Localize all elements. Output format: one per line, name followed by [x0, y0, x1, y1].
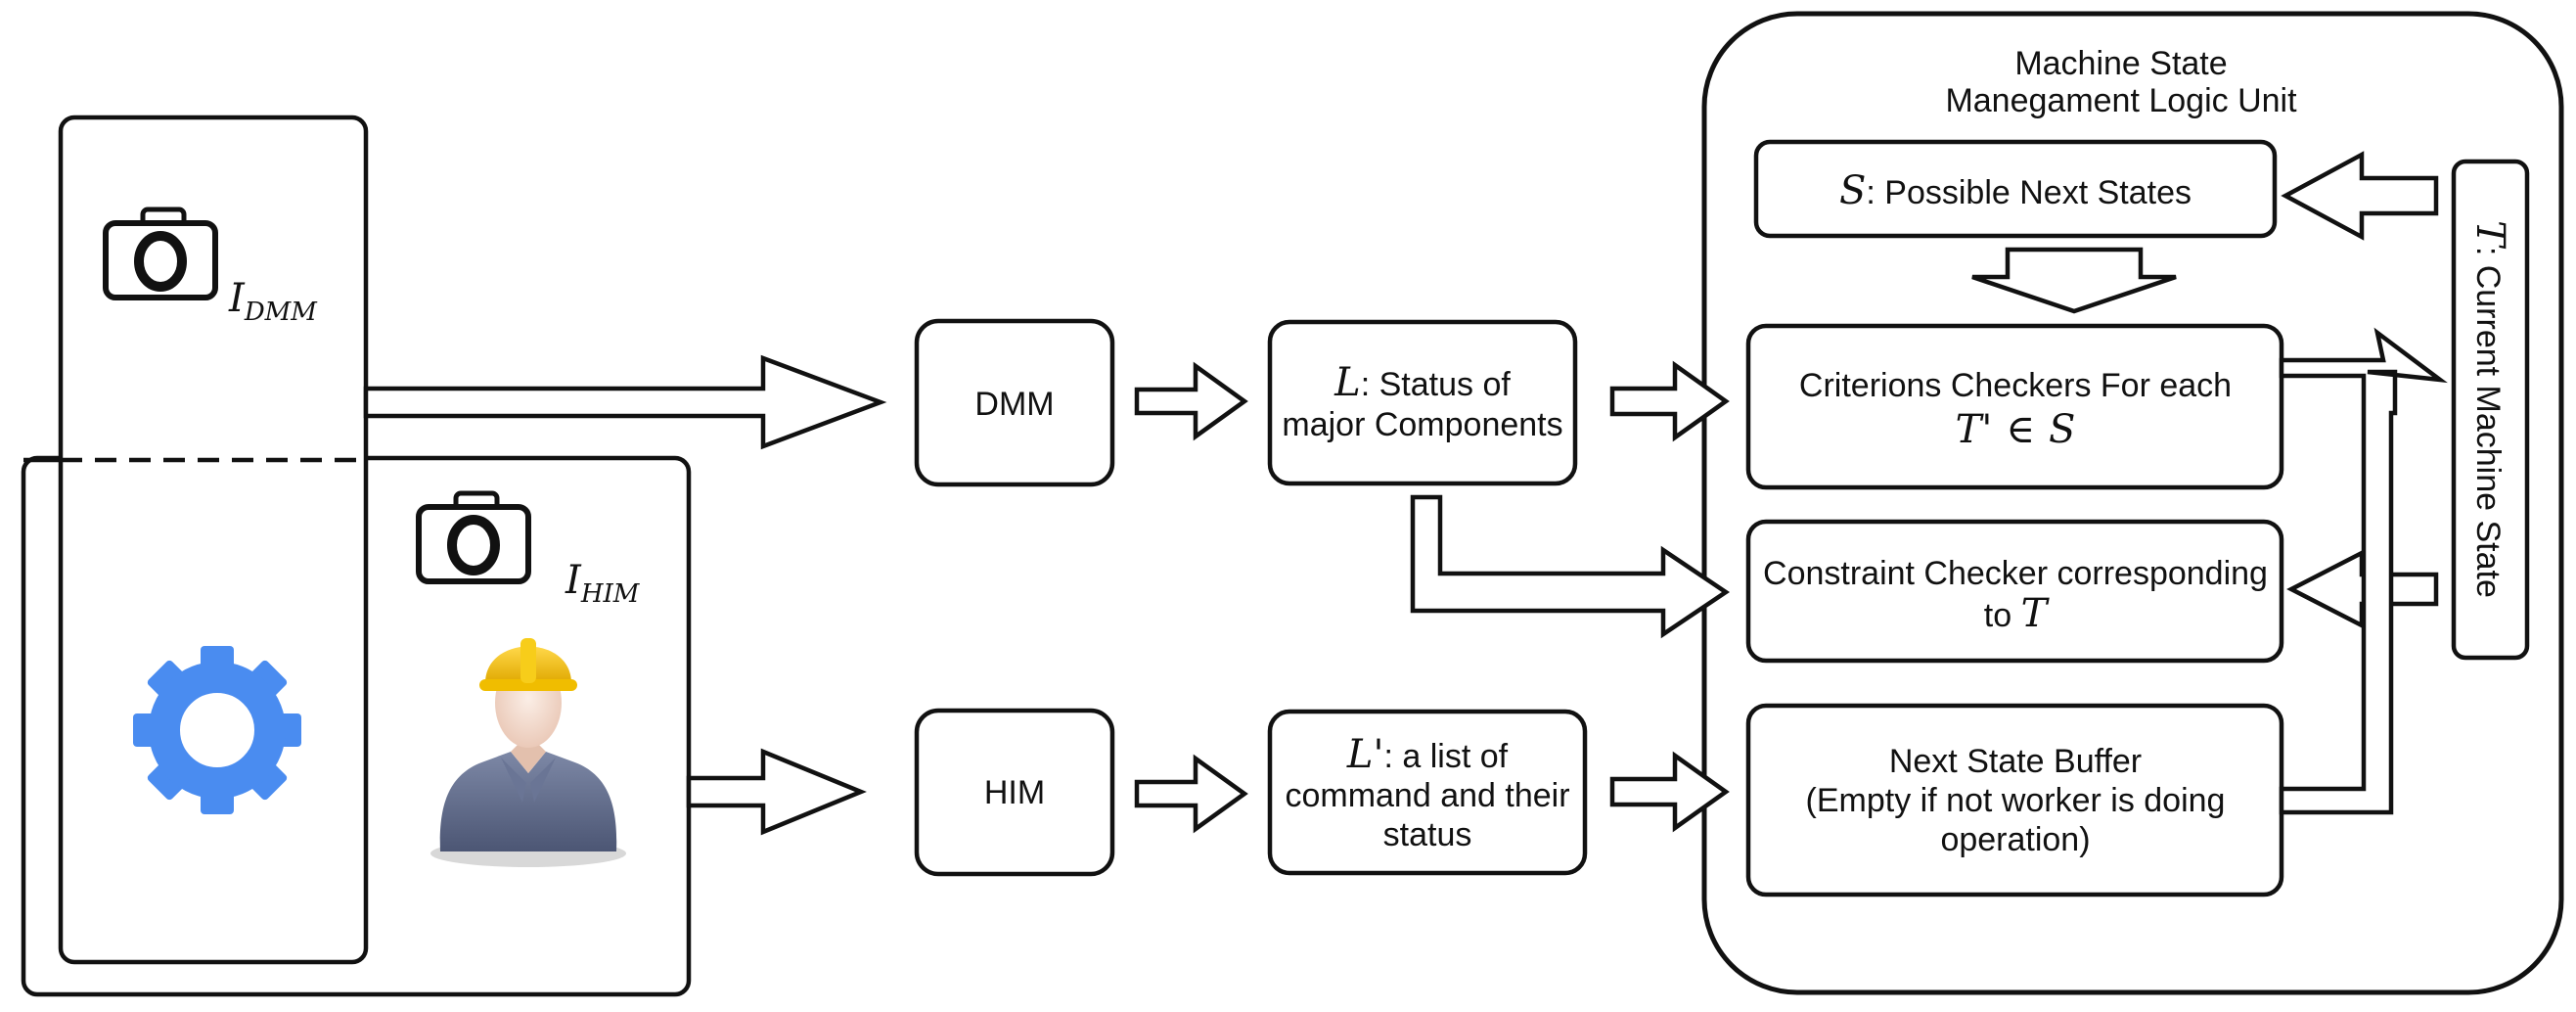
svg-text:command and their: command and their	[1285, 777, 1569, 814]
svg-text:(Empty if not worker is doing: (Empty if not worker is doing	[1806, 782, 2226, 819]
dmm-module-label: DMM	[974, 386, 1054, 423]
next-state-buffer-box: Next State Buffer (Empty if not worker i…	[1745, 703, 2284, 897]
svg-text:S: Possible Next States: S: Possible Next States	[1839, 168, 2192, 213]
him-image-label: IHIM	[565, 558, 641, 609]
svg-text:Constraint Checker correspondi: Constraint Checker corresponding	[1763, 555, 2268, 592]
him-module-label: HIM	[984, 774, 1045, 811]
him-module: HIM	[914, 708, 1115, 877]
svg-text:major Components: major Components	[1282, 406, 1562, 443]
worker-icon	[430, 638, 626, 867]
svg-text:Criterions Checkers For each: Criterions Checkers For each	[1799, 367, 2232, 404]
logic-unit-title-line2: Manegament Logic Unit	[1945, 82, 2297, 119]
arrow-status-to-criterion	[1609, 360, 1730, 442]
camera-icon	[103, 207, 218, 300]
svg-text:status: status	[1383, 816, 1472, 853]
arrow-him-to-commands	[1134, 754, 1248, 834]
constraint-checker-box: Constraint Checker corresponding to T	[1745, 519, 2284, 664]
svg-text:T'∈S: T'∈S	[1956, 407, 2076, 452]
camera-icon	[416, 490, 531, 584]
svg-text:operation): operation)	[1940, 821, 2090, 858]
dmm-image-label: IDMM	[228, 276, 318, 327]
svg-text:L: Status of: L: Status of	[1333, 360, 1511, 405]
possible-next-states-box: S: Possible Next States	[1753, 139, 2278, 239]
gear-icon	[133, 646, 301, 814]
arrow-possible-to-criterion	[1971, 247, 2177, 314]
dmm-module: DMM	[914, 318, 1115, 487]
dmm-image-frame	[58, 115, 369, 965]
svg-text:L': a list of: L': a list of	[1346, 732, 1509, 777]
svg-text:T: Current Machine State: T: Current Machine State	[2467, 220, 2512, 598]
status-of-components-box: L: Status of major Components	[1267, 319, 1578, 486]
arrow-status-to-constraint	[1410, 494, 1731, 639]
arrow-current-to-possible	[2281, 151, 2439, 241]
current-machine-state-box: T: Current Machine State	[2451, 159, 2530, 661]
command-list-box: L': a list of command and their status	[1267, 709, 1588, 876]
arrow-dmm-image-to-dmm	[363, 354, 887, 450]
svg-text:Next State Buffer: Next State Buffer	[1889, 743, 2142, 780]
svg-text:to T: to T	[1984, 591, 2051, 636]
arrow-outputs-to-current-state	[2279, 327, 2448, 815]
arrow-commands-to-buffer	[1609, 751, 1730, 833]
arrow-him-image-to-him	[686, 748, 867, 836]
criterion-checker-box: Criterions Checkers For each T'∈S	[1745, 323, 2284, 490]
logic-unit-title-line1: Machine State	[2014, 45, 2227, 82]
arrow-dmm-to-status	[1134, 361, 1248, 441]
